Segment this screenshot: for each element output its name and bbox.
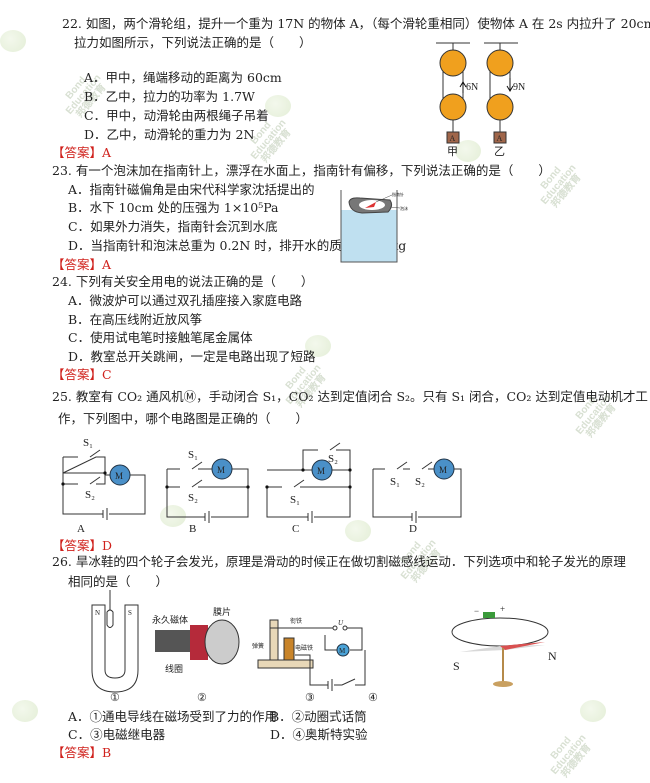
- question-23-option-d: D．当指南针和泡沫总重为 0.2N 时，排开水的质量是 0.2kg: [68, 238, 407, 253]
- fig1-label: ①: [110, 692, 120, 704]
- watermark-logo: [12, 700, 38, 722]
- motor-label: M: [317, 466, 325, 476]
- question-25-stem: 25. 教室有 CO₂ 通风机Ⓜ，手动闭合 S₁，CO₂ 达到定值闭合 S₂。只…: [52, 389, 648, 404]
- question-22-option-b: B．乙中，拉力的功率为 1.7W: [84, 89, 255, 104]
- fig2-label: ②: [197, 692, 207, 704]
- circuit-diagrams: M M M M S₁ S₂ S₁ S₂ S₁ S₂ S₁ S₂ A B C D: [61, 437, 462, 535]
- force-label-yi: 9N: [513, 82, 525, 93]
- fig3-armature: 衔铁: [290, 617, 302, 625]
- question-23-stem: 23. 有一个泡沫加在指南针上，漂浮在水面上，指南针有偏移，下列说法正确的是（ …: [52, 163, 551, 178]
- fig1-s: S: [128, 609, 132, 617]
- question-26-stem: 26. 旱冰鞋的四个轮子会发光，原理是滑动的时候正在做切割磁感线运动．下列选项中…: [52, 554, 626, 569]
- fig4-minus: −: [474, 606, 479, 616]
- question-24-answer: 【答案】C: [52, 367, 112, 382]
- switch-s1-label: S₁: [290, 494, 300, 506]
- question-23-option-b: B．水下 10cm 处的压强为 1×10⁵Pa: [68, 200, 279, 215]
- question-23-option-c: C．如果外力消失，指南针会沉到水底: [68, 219, 278, 234]
- block-label: A: [450, 134, 456, 143]
- switch-s1-label: S₁: [83, 437, 93, 449]
- watermark-logo: [455, 140, 481, 162]
- fig3-spring: 弹簧: [252, 642, 264, 650]
- fig4-plus: +: [500, 604, 505, 614]
- fig2-magnet: 永久磁体: [152, 614, 188, 625]
- block-label: A: [497, 134, 503, 143]
- label-jia: 甲: [447, 146, 458, 158]
- fig4-n: N: [548, 649, 557, 663]
- question-22-option-d: D．乙中，动滑轮的重力为 2N: [84, 127, 255, 142]
- question-22-option-a: A．甲中，绳端移动的距离为 60cm: [84, 70, 282, 85]
- watermark-logo: [580, 700, 606, 722]
- question-26-stem-cont: 相同的是（ ）: [68, 574, 169, 589]
- watermark-logo: [0, 30, 26, 52]
- pulley-diagram: 6N 9N A A 甲 乙: [436, 42, 525, 158]
- switch-s1-label: S₁: [390, 476, 400, 488]
- fig2-diaphragm: 膜片: [213, 606, 231, 617]
- fig3-motor: M: [339, 647, 346, 655]
- fig1-n: N: [95, 609, 100, 617]
- switch-s2-label: S₂: [85, 489, 95, 501]
- question-26-answer: 【答案】B: [52, 745, 112, 760]
- circuit-label-c: C: [292, 523, 299, 535]
- watermark-logo: [345, 520, 371, 542]
- question-26-figures: N S 永久磁体 膜片 线圈 M U 衔铁 弹簧 电磁铁 − + N S ① ②…: [91, 590, 557, 704]
- switch-s2-label: S₂: [328, 453, 338, 465]
- needle-label: 指南针: [392, 191, 404, 197]
- fig2-coil: 线圈: [165, 663, 183, 674]
- watermark-logo: [305, 335, 331, 357]
- question-24-option-c: C．使用试电笔时接触笔尾金属体: [68, 330, 253, 345]
- question-22-option-c: C．甲中，动滑轮由两根绳子吊着: [84, 108, 269, 123]
- circuit-label-d: D: [409, 523, 417, 535]
- foam-label: 泡沫: [400, 205, 408, 211]
- motor-label: M: [217, 465, 225, 475]
- question-23-option-a: A．指南针磁偏角是由宋代科学家沈括提出的: [68, 182, 315, 197]
- circuit-label-a: A: [77, 523, 85, 535]
- fig4-s: S: [453, 659, 460, 673]
- fig3-label: ③: [305, 692, 315, 704]
- question-25-stem-cont: 作，下列图中，哪个电路图是正确的（ ）: [58, 411, 309, 426]
- question-22-answer: 【答案】A: [52, 145, 112, 160]
- question-26-option-c: C．③电磁继电器: [68, 727, 166, 742]
- question-26-option-d: D．④奥斯特实验: [270, 727, 368, 742]
- motor-label: M: [115, 471, 123, 481]
- question-24-stem: 24. 下列有关安全用电的说法正确的是（ ）: [52, 274, 314, 289]
- question-24-option-d: D．教室总开关跳闸，一定是电路出现了短路: [68, 349, 316, 364]
- question-22-stem: 22. 如图，两个滑轮组，提升一个重为 17N 的物体 A，（每个滑轮重相同）使…: [62, 16, 650, 31]
- switch-s1-label: S₁: [188, 449, 198, 461]
- circuit-label-b: B: [189, 523, 196, 535]
- switch-s2-label: S₂: [415, 476, 425, 488]
- force-label-jia: 6N: [466, 82, 478, 93]
- fig3-u: U: [338, 619, 344, 627]
- watermark-logo: [265, 95, 291, 117]
- question-26-option-a: A．①通电导线在磁场受到了力的作用: [68, 709, 278, 724]
- fig3-electromagnet: 电磁铁: [295, 644, 313, 652]
- question-24-option-b: B．在高压线附近放风筝: [68, 312, 203, 327]
- motor-label: M: [439, 465, 447, 475]
- question-23-answer: 【答案】A: [52, 257, 112, 272]
- question-26-option-b: B．②动圈式话筒: [270, 709, 367, 724]
- label-yi: 乙: [494, 145, 505, 158]
- fig4-label: ④: [368, 692, 378, 704]
- question-25-answer: 【答案】D: [52, 538, 113, 553]
- question-22-stem-cont: 拉力如图所示，下列说法正确的是（ ）: [74, 35, 312, 50]
- switch-s2-label: S₂: [188, 492, 198, 504]
- question-24-option-a: A．微波炉可以通过双孔插座接入家庭电路: [68, 293, 303, 308]
- compass-float-diagram: 指南针 泡沫: [340, 190, 408, 263]
